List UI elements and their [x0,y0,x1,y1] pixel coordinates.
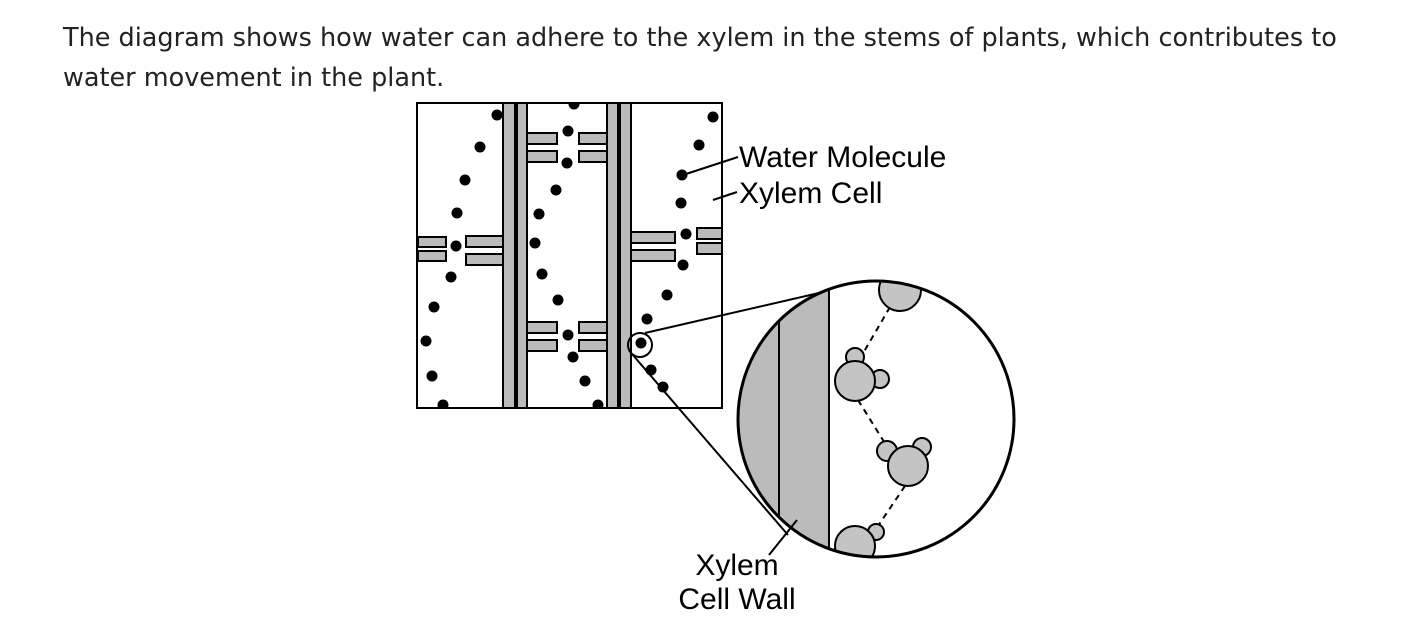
xylem-cell-walls [417,103,722,408]
label-leader-lines [685,156,798,556]
question-text: The diagram shows how water can adhere t… [63,23,1337,93]
magnified-view [736,279,1016,559]
label-water-molecule: Water Molecule [739,141,946,174]
stem-section-frame [416,102,723,409]
label-xylem-cell-wall-line2: Cell Wall [678,583,795,616]
water-molecule-dots [420,103,719,408]
label-xylem-cell: Xylem Cell [739,177,882,210]
water-molecules-magnified [834,281,932,557]
label-xylem-cell-wall-line1: Xylem [695,549,778,582]
magnification-lines [627,289,833,536]
stem-section-panel [416,102,723,409]
